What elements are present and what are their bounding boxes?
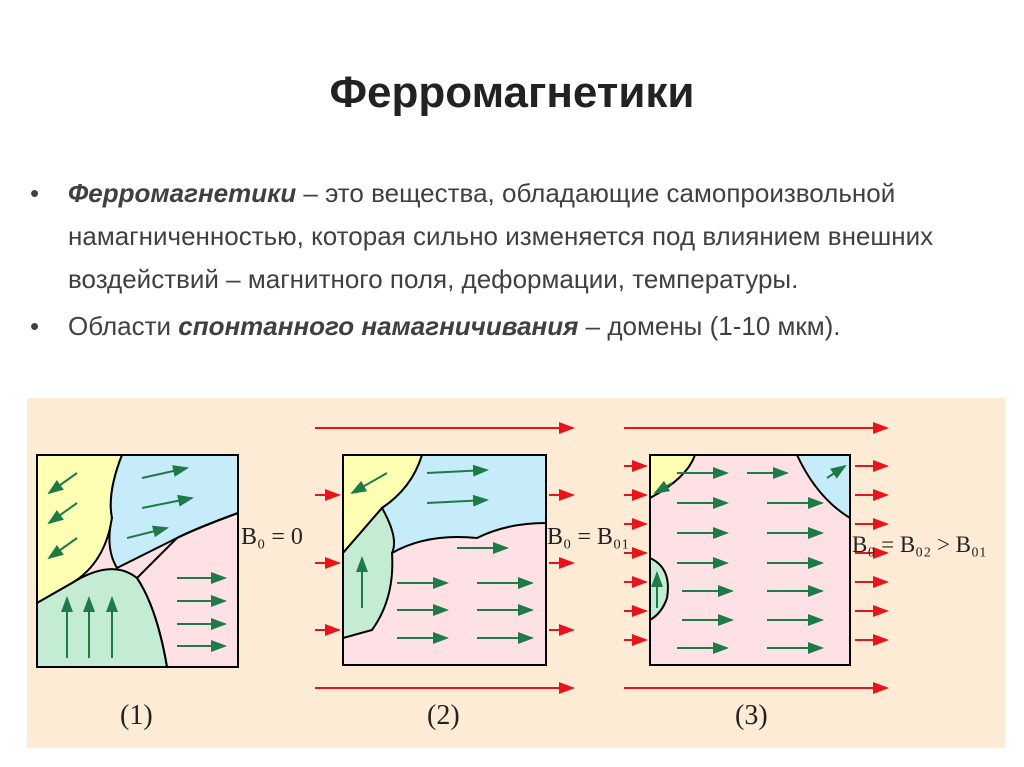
text: Области [68,311,179,341]
definition: – это вещества, обладающие самопроизволь… [68,178,934,294]
bullet-item: • Ферромагнетики – это вещества, обладаю… [30,172,990,301]
caption-2: (2) [427,700,460,731]
panel-3 [624,422,889,694]
domain-diagram [36,422,889,694]
term: Ферромагнетики [68,178,297,208]
bullet-item: • Области спонтанного намагничивания – д… [30,305,990,348]
panel-1 [36,454,239,668]
panel-2 [315,422,575,694]
slide-title: Ферромагнетики [329,68,695,117]
field-label-2: B₀ = B₀₁ [547,524,630,550]
caption-1: (1) [120,700,153,731]
field-label-3: B₀ = B₀₂ > B₀₁ [852,532,988,557]
text: – домены (1-10 мкм). [578,311,841,341]
caption-3: (3) [735,700,768,731]
field-label-1: B₀ = 0 [241,524,303,550]
bullet-list: • Ферромагнетики – это вещества, обладаю… [30,172,990,352]
domain-figure: B₀ = 0 B₀ = B₀₁ B₀ = B₀₂ > B₀₁ (1) (2) (… [27,398,1005,748]
term: спонтанного намагничивания [178,311,579,341]
bullet-icon: • [30,311,40,341]
bullet-icon: • [30,178,40,208]
